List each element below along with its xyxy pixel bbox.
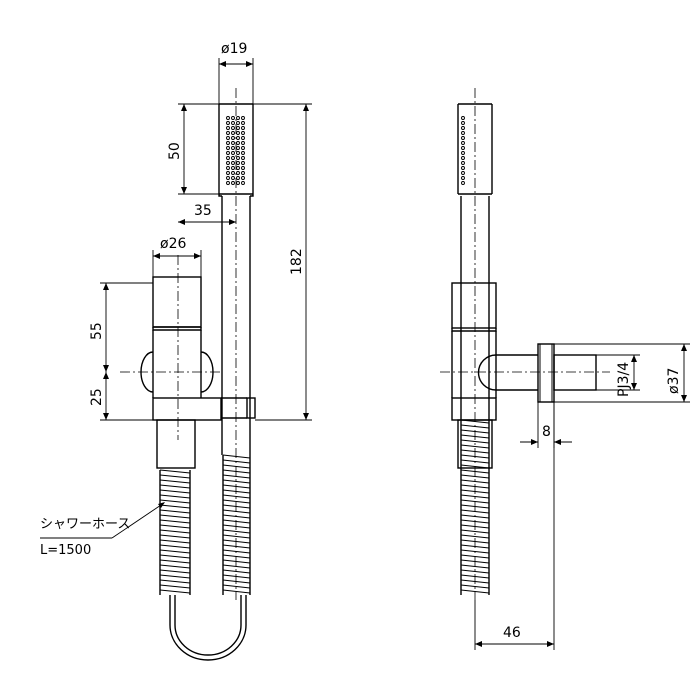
hose-front <box>159 454 251 661</box>
head-diameter-label: ø19 <box>221 41 247 57</box>
projection-label: 46 <box>503 625 521 641</box>
flange-thickness-label: 8 <box>542 424 551 440</box>
total-height-label: 182 <box>289 248 305 275</box>
thread-label: PJ3/4 <box>616 362 632 397</box>
dim-thread: PJ3/4 <box>596 354 640 397</box>
head-length-label: 50 <box>167 142 183 160</box>
hose-loop <box>169 595 247 661</box>
dim-holder-height: 55 25 <box>89 282 153 421</box>
holder-diameter-label: ø26 <box>160 236 186 252</box>
hose-name-label: シャワーホース <box>40 517 130 532</box>
hose-length-label: L=1500 <box>40 543 91 558</box>
offset-label: 35 <box>194 203 212 219</box>
hose-right-segment <box>222 454 251 595</box>
side-nozzle-dots <box>461 116 465 185</box>
dim-offset: 35 <box>178 203 236 225</box>
spray-nozzle-dots <box>226 116 245 185</box>
dim-head-diameter: ø19 <box>218 41 254 104</box>
holder-lower-label: 25 <box>89 388 105 406</box>
hose-left-segment <box>159 469 191 595</box>
dim-flange-thickness: 8 <box>520 402 572 448</box>
dim-projection: 46 <box>474 402 555 650</box>
side-view: PJ3/4 ø37 8 46 <box>440 88 690 650</box>
wall-holder <box>140 276 256 469</box>
dim-total-height: 182 <box>253 103 312 421</box>
holder-height-label: 55 <box>89 322 105 340</box>
side-handle <box>457 103 493 420</box>
side-hose <box>460 419 490 595</box>
front-view: ø19 50 182 35 <box>40 41 312 661</box>
flange-diameter-label: ø37 <box>666 368 682 394</box>
shower-handle <box>218 103 254 455</box>
hose-callout: シャワーホース L=1500 <box>40 502 165 558</box>
hose-side-segment <box>460 419 490 595</box>
side-holder <box>451 282 597 469</box>
dim-holder-diameter: ø26 <box>152 236 202 277</box>
dim-head-length: 50 <box>167 103 219 195</box>
dim-flange-diameter: ø37 <box>554 343 690 403</box>
